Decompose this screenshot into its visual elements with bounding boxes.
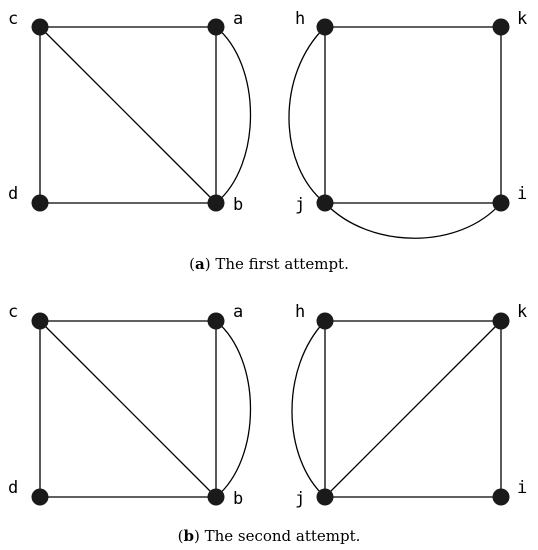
node-c-1 [31, 18, 49, 36]
edge-h-j-curve-1 [288, 26, 326, 204]
node-d-1 [31, 194, 49, 212]
caption-b: (b) The second attempt. [178, 527, 361, 545]
node-k-2 [492, 312, 510, 330]
panel-b: c a d b h k j i (b) The second attempt. [8, 302, 527, 545]
node-label-d-2: d [8, 478, 18, 498]
caption-a-tag: a [195, 255, 205, 273]
caption-a: (a) The first attempt. [189, 255, 349, 273]
node-b-1 [207, 194, 225, 212]
node-label-i-2: i [517, 478, 527, 498]
node-label-c-1: c [8, 9, 18, 29]
node-label-c-2: c [8, 302, 18, 322]
node-label-b-1: b [233, 195, 243, 215]
node-h-2 [316, 312, 334, 330]
node-b-2 [207, 488, 225, 506]
edge-h-j-curve-2 [291, 320, 326, 498]
panel-a: c a d b h k j i (a) The first attempt. [8, 9, 527, 273]
node-label-d-1: d [8, 184, 18, 204]
caption-b-tag: b [183, 527, 194, 545]
edge-j-k-2 [324, 320, 502, 498]
node-c-2 [31, 312, 49, 330]
node-a-1 [207, 18, 225, 36]
edge-a-b-curve-1 [215, 26, 251, 204]
node-i-2 [492, 488, 510, 506]
node-label-h-1: h [295, 9, 305, 29]
node-j-1 [316, 194, 334, 212]
node-j-2 [316, 488, 334, 506]
node-k-1 [492, 18, 510, 36]
node-label-b-2: b [233, 489, 243, 509]
edge-c-b-1 [39, 26, 217, 204]
edge-j-i-curve-1 [324, 202, 502, 239]
node-i-1 [492, 194, 510, 212]
node-a-2 [207, 312, 225, 330]
node-label-k-2: k [517, 302, 527, 322]
node-label-i-1: i [517, 184, 527, 204]
node-label-h-2: h [295, 302, 305, 322]
caption-a-text: The first attempt. [215, 255, 348, 273]
node-h-1 [316, 18, 334, 36]
edge-a-b-curve-2 [215, 320, 251, 498]
node-label-k-1: k [517, 9, 527, 29]
node-label-a-1: a [233, 9, 243, 29]
node-label-j-1: j [295, 195, 305, 215]
node-label-j-2: j [295, 489, 305, 509]
node-label-a-2: a [233, 302, 243, 322]
caption-b-text: The second attempt. [205, 527, 361, 545]
node-d-2 [31, 488, 49, 506]
edge-c-b-2 [39, 320, 217, 498]
